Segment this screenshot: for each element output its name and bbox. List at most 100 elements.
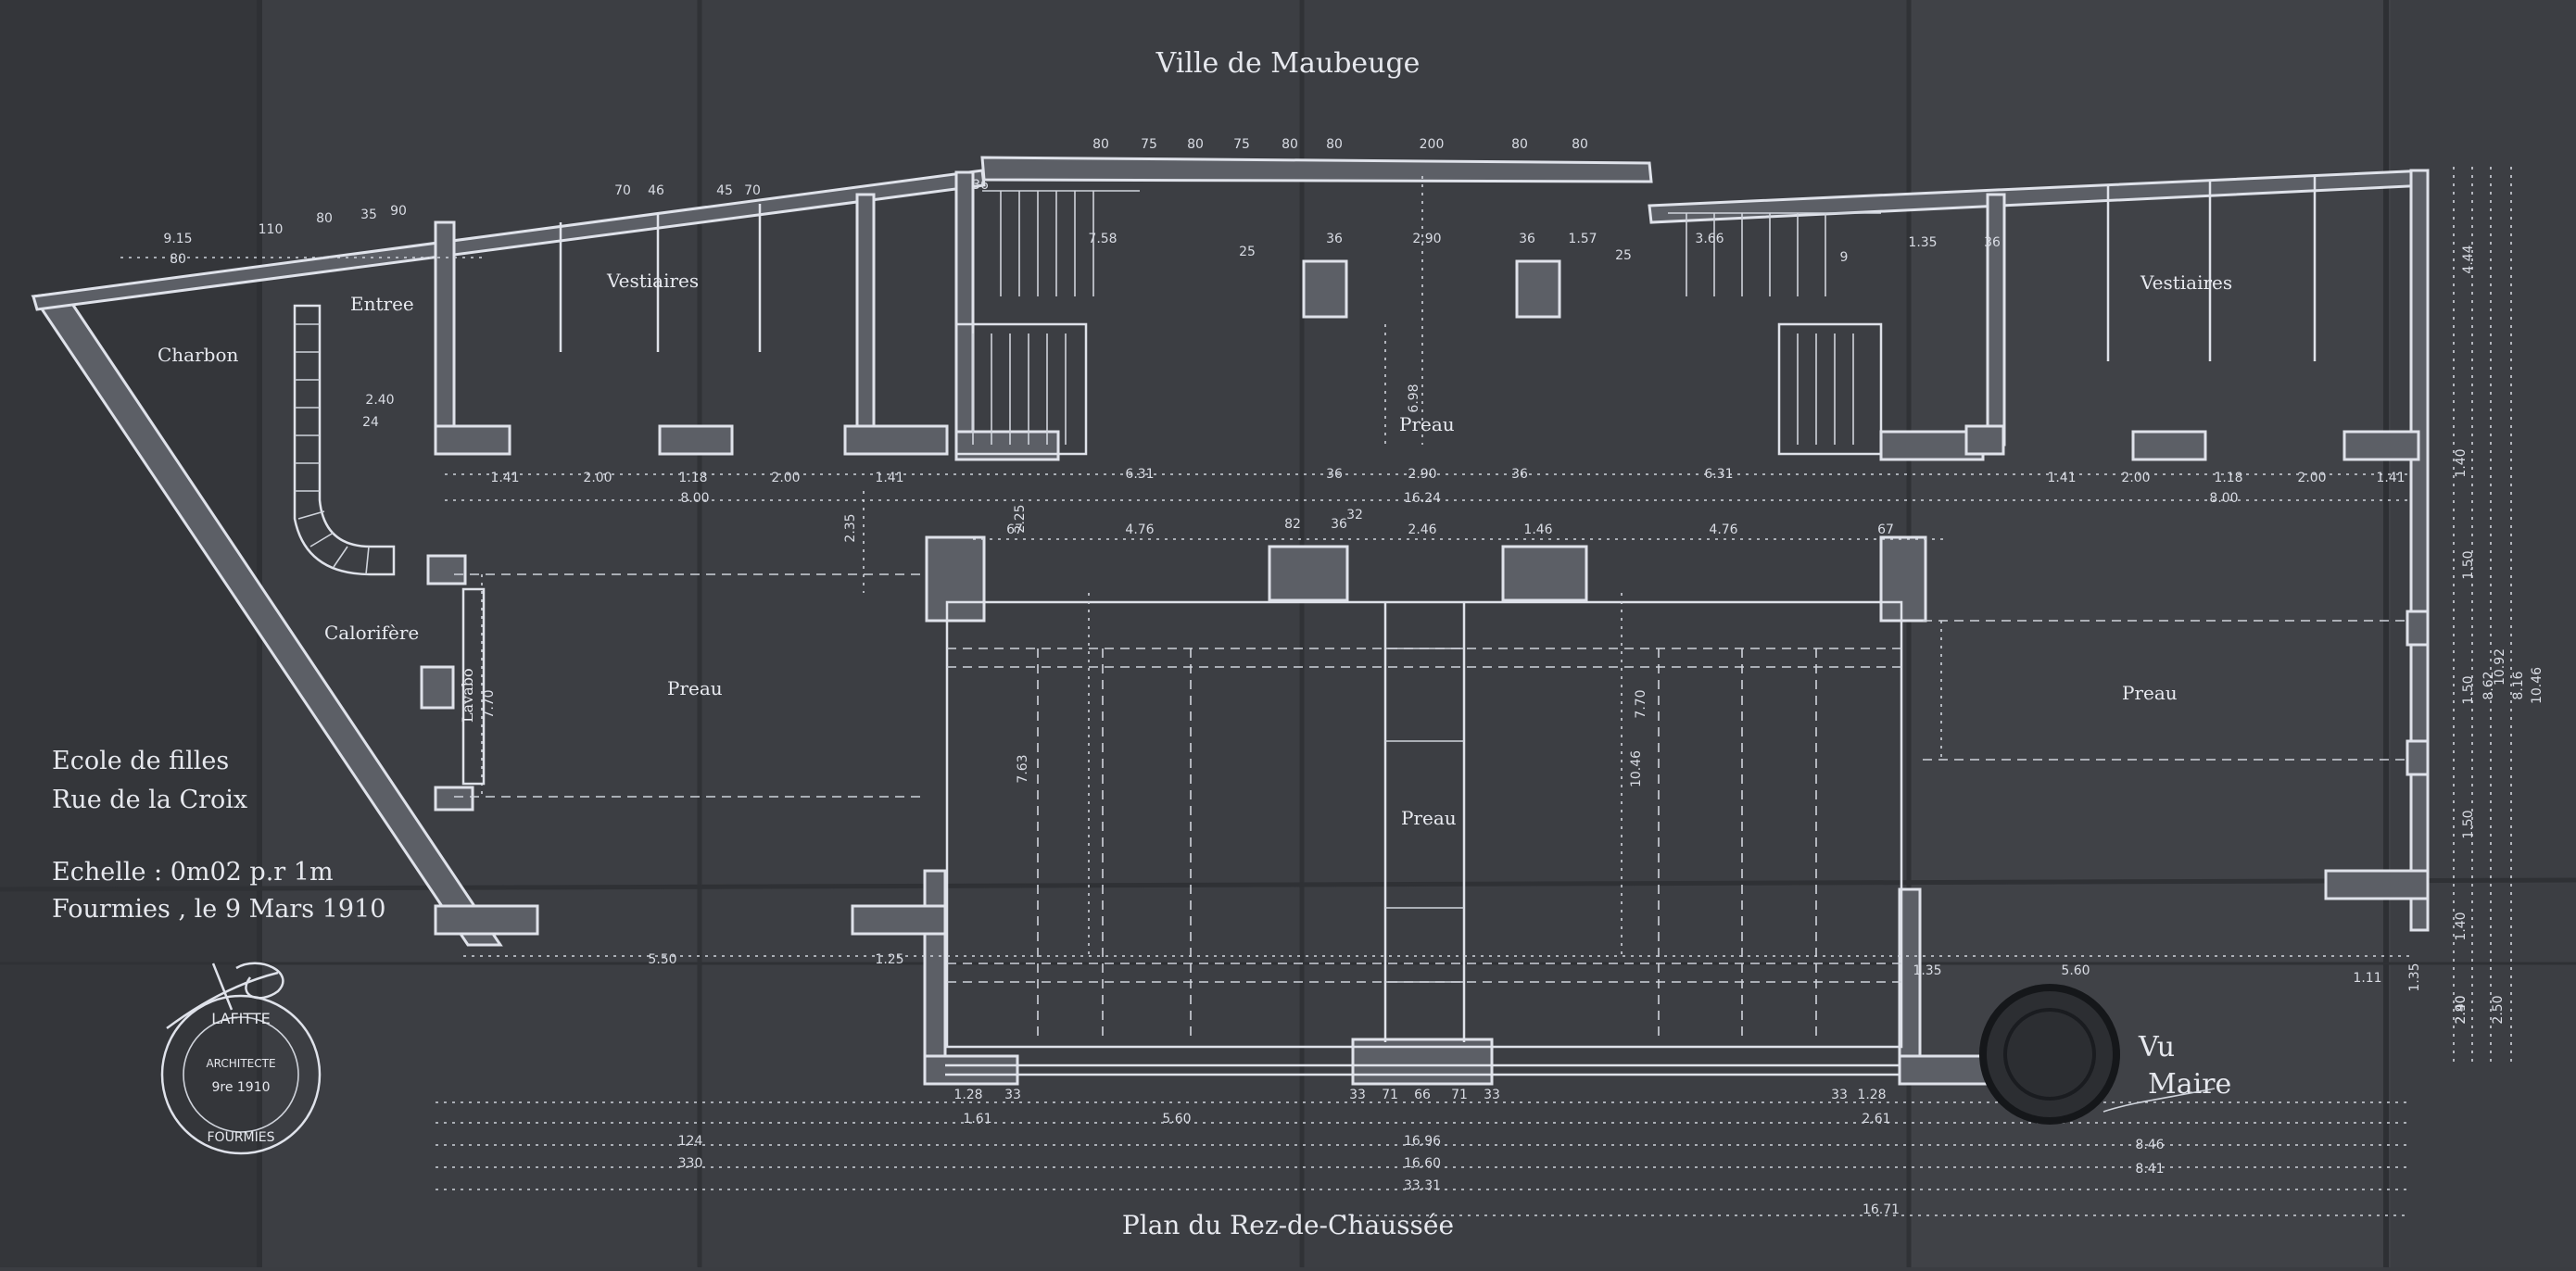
dimension-label: 1.41 bbox=[490, 471, 519, 485]
dimension-label: 75 bbox=[1141, 137, 1157, 152]
dimension-label: 2.00 bbox=[771, 471, 800, 485]
dimension-label: 1.35 bbox=[2407, 963, 2422, 991]
dimension-label: 2.61 bbox=[1862, 1112, 1890, 1126]
dimension-label: 6.31 bbox=[1704, 467, 1733, 482]
stamp-name: LAFITTE bbox=[211, 1010, 271, 1027]
dimension-label: 80 bbox=[316, 211, 333, 226]
dimension-label: 8.00 bbox=[2209, 491, 2238, 506]
dimension-label: 16.24 bbox=[1404, 491, 1441, 506]
staircase-left bbox=[293, 304, 396, 576]
dimension-label: 4.76 bbox=[1125, 522, 1154, 537]
dimension-label: 1.28 bbox=[953, 1088, 982, 1102]
dimension-label: 33.31 bbox=[1404, 1178, 1441, 1193]
place-date: Fourmies , le 9 Mars 1910 bbox=[52, 895, 385, 924]
dimension-label: 1.41 bbox=[2376, 471, 2405, 485]
dimension-label: 1.18 bbox=[678, 471, 707, 485]
dimension-label: 124 bbox=[678, 1134, 703, 1149]
architect-signature bbox=[166, 962, 284, 1030]
dimension-label: 1.40 bbox=[2454, 448, 2469, 477]
dimension-label: 80 bbox=[1511, 137, 1528, 152]
dimension-label: 110 bbox=[259, 222, 284, 237]
dimension-label: 2.00 bbox=[583, 471, 612, 485]
dimension-label: 2.25 bbox=[1013, 504, 1028, 533]
dimension-label: 7.63 bbox=[1016, 754, 1030, 783]
dimension-label: 46 bbox=[648, 183, 664, 198]
dimension-label: 5.60 bbox=[2061, 963, 2090, 978]
dimension-label: 2.90 bbox=[2454, 995, 2469, 1024]
dimension-label: 1.25 bbox=[875, 952, 903, 967]
dimension-label: 2.00 bbox=[2297, 471, 2326, 485]
dimension-label: 3.66 bbox=[1695, 232, 1724, 246]
dimension-label: 80 bbox=[1187, 137, 1204, 152]
dimension-label: 70 bbox=[614, 183, 631, 198]
dimension-label: 36 bbox=[1326, 467, 1343, 482]
scale-note: Echelle : 0m02 p.r 1m bbox=[52, 858, 334, 887]
dimension-label: 1.18 bbox=[2214, 471, 2242, 485]
dimension-label: 32 bbox=[1346, 508, 1363, 522]
room-preau-left: Preau bbox=[667, 677, 723, 699]
dimension-label: 36 bbox=[1331, 517, 1347, 532]
dimension-label: 9.15 bbox=[163, 232, 192, 246]
staircase-center-right bbox=[1668, 212, 1883, 456]
dimension-label: 2.35 bbox=[843, 513, 858, 542]
dimension-label: 9 bbox=[1840, 250, 1849, 265]
dimension-label: 200 bbox=[1420, 137, 1445, 152]
dimension-label: 2.50 bbox=[2491, 995, 2506, 1024]
dimension-label: 80 bbox=[1282, 137, 1298, 152]
dimension-label: 36 bbox=[1511, 467, 1528, 482]
dimension-label: 1.46 bbox=[1523, 522, 1552, 537]
room-preau-center: Preau bbox=[1401, 807, 1457, 829]
dimension-label: 8.41 bbox=[2135, 1162, 2164, 1177]
dimension-label: 5.50 bbox=[648, 952, 676, 967]
room-vestiaires-right: Vestiaires bbox=[2140, 271, 2232, 294]
dimension-label: 36 bbox=[1326, 232, 1343, 246]
dimension-label: 1.40 bbox=[2454, 912, 2469, 940]
dimension-label: 33 bbox=[1831, 1088, 1848, 1102]
dimension-label: 6.31 bbox=[1125, 467, 1154, 482]
dimension-label: 66 bbox=[1414, 1088, 1431, 1102]
central-hall-grid bbox=[945, 600, 1903, 1049]
dimension-label: 7.70 bbox=[1634, 689, 1648, 718]
dimension-label: 2.90 bbox=[1408, 467, 1436, 482]
dimension-label: 8.16 bbox=[2511, 671, 2526, 699]
architect-stamp: LAFITTE ARCHITECTE 9re 1910 FOURMIES bbox=[160, 994, 322, 1155]
dimension-label: 35 bbox=[360, 208, 377, 222]
lavabo-counter bbox=[461, 587, 486, 786]
room-entree: Entree bbox=[350, 293, 414, 315]
dimension-label: 25 bbox=[1615, 248, 1632, 263]
dimension-label: 16.71 bbox=[1863, 1202, 1900, 1217]
room-calorifere: Calorifère bbox=[324, 622, 419, 644]
dimension-label: 1.61 bbox=[963, 1112, 991, 1126]
dimension-label: 1.50 bbox=[2461, 675, 2476, 704]
dimension-label: 6.98 bbox=[1407, 384, 1421, 412]
dimension-label: 1.57 bbox=[1568, 232, 1597, 246]
dimension-label: 1.28 bbox=[1857, 1088, 1886, 1102]
dimension-label: 10.46 bbox=[1629, 750, 1644, 787]
dimension-label: 33 bbox=[1484, 1088, 1500, 1102]
room-preau-right: Preau bbox=[2122, 682, 2178, 704]
dimension-label: 8.00 bbox=[680, 491, 709, 506]
room-lavabo: Lavabo bbox=[459, 668, 476, 723]
dimension-label: 36 bbox=[1984, 235, 2001, 250]
dimension-label: 70 bbox=[744, 183, 761, 198]
dimension-label: 67 bbox=[1006, 522, 1023, 537]
dimension-label: 1.11 bbox=[2353, 971, 2381, 986]
dimension-label: 16.96 bbox=[1404, 1134, 1441, 1149]
dimension-label: 80 bbox=[1092, 137, 1109, 152]
dimension-label: 80 bbox=[170, 252, 186, 267]
dimension-label: 67 bbox=[1877, 522, 1894, 537]
dimension-label: 24 bbox=[362, 415, 379, 430]
school-name: Ecole de filles bbox=[52, 747, 229, 775]
dimension-label: 1.41 bbox=[875, 471, 903, 485]
dimension-label: 2.46 bbox=[1408, 522, 1436, 537]
dimension-label: 36 bbox=[1519, 232, 1535, 246]
dimension-label: 71 bbox=[1451, 1088, 1468, 1102]
dimension-label: 90 bbox=[390, 204, 407, 219]
dimension-label: 1.35 bbox=[1908, 235, 1937, 250]
dimension-label: 7.70 bbox=[482, 689, 497, 718]
dimension-lines bbox=[120, 167, 2512, 1216]
dimension-label: 1.50 bbox=[2461, 550, 2476, 579]
dimension-label: 2.40 bbox=[2454, 995, 2469, 1024]
dimension-label: 4.76 bbox=[1709, 522, 1737, 537]
dimension-label: 33 bbox=[1004, 1088, 1021, 1102]
